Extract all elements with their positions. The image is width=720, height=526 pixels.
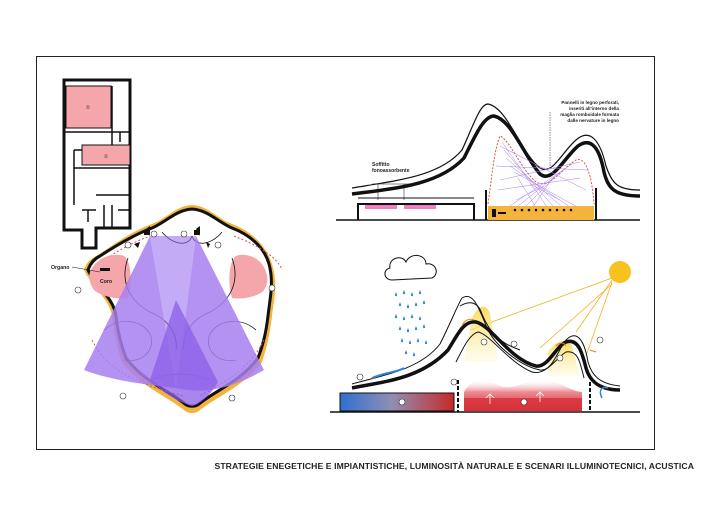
energy-shell-third [459,302,521,351]
organo-leader-line [71,266,101,273]
coro-left [89,254,131,299]
wind-arrow-right-icon [599,386,609,399]
entrance-block [357,203,475,220]
reflection-lines [495,141,591,215]
svg-text:inseriti all'interno della: inseriti all'interno della [569,106,619,111]
annex-room-top [65,85,112,129]
energy-shell-second [455,331,585,379]
energy-section [330,255,640,413]
energy-marker-group [356,336,604,406]
heat-arrows [485,391,545,404]
label-coro: Coro [100,279,112,285]
plan-marker-arrows [134,242,210,248]
sun-rays [469,277,613,357]
shell-inner [487,135,595,205]
ceiling-panel-1 [365,205,397,209]
ceiling-panel-2 [404,205,436,209]
svg-text:Pannelli in legno perforati,: Pannelli in legno perforati, [561,100,619,105]
speaker-left-icon [144,226,150,236]
rain-drops [394,290,428,357]
energy-shell-outer [351,295,621,387]
coro-right [229,254,268,299]
light-wedge-right [548,341,580,376]
label-soffitto-2: fonoassorbente [372,168,410,174]
label-pannelli: Pannelli in legno perforati, inseriti al… [560,100,619,123]
sun-icon [609,261,631,283]
label-soffitto-1: Soffitto [372,162,390,168]
hall-dashed-ring [91,235,283,397]
plan-marker-group [74,230,276,402]
annex-wall [62,78,132,250]
energy-shell-main [351,320,621,392]
air-flow-arrows [461,318,597,353]
shell-outer-mid [351,114,641,198]
room-number-2: ① [104,154,109,160]
acoustic-section: Soffitto fonoassorbente [336,100,641,221]
annex-room-middle [81,144,131,166]
wind-arrow-left-icon [371,367,405,379]
speaker-right-icon [194,226,200,236]
audience-figures [492,208,573,217]
floor-plan: ① ① [51,78,283,413]
room-number-1: ① [86,105,91,111]
label-organo: Organo [51,265,69,271]
acoustic-cone-left [84,236,176,388]
acoustic-cone-overlap [150,300,218,406]
heat-exchange-slab [339,392,455,412]
svg-text:dalle nervature in legno: dalle nervature in legno [567,118,619,123]
organ-symbol [100,268,110,271]
page-caption: STRATEGIE ENEGETICHE E IMPIANTISTICHE, L… [214,461,694,471]
drawing-frame [36,56,655,450]
cloud-icon [384,255,437,281]
svg-text:maglia romboidale formata: maglia romboidale formata [560,112,619,117]
